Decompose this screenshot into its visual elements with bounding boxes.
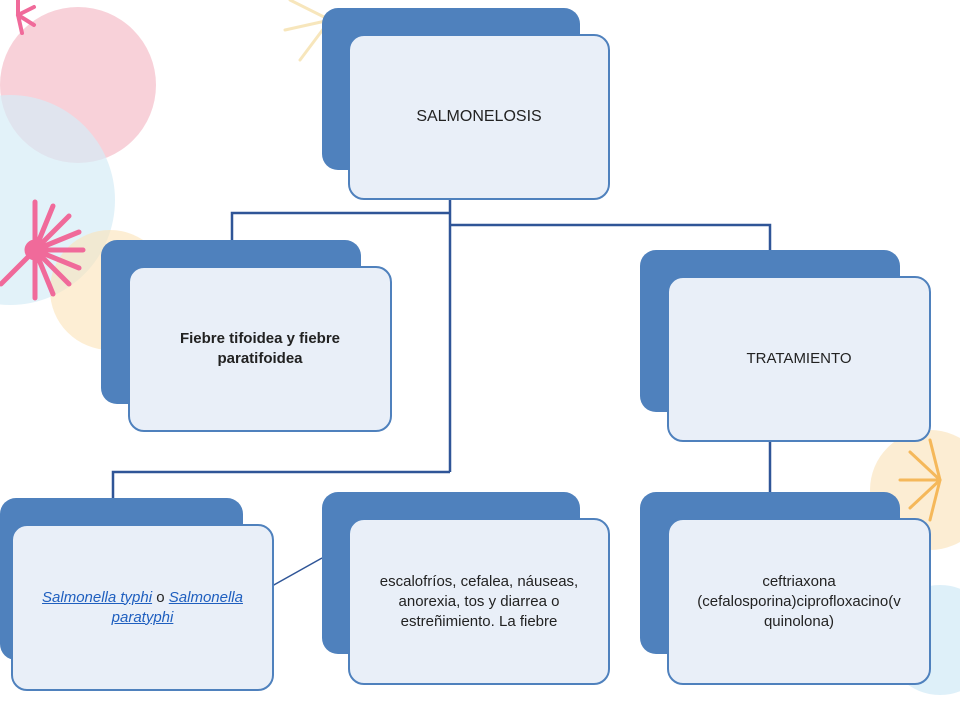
small-flower-decor — [16, 0, 36, 35]
node-salmonella-text: Salmonella typhi o Salmonella paratyphi — [27, 588, 258, 628]
orange-flower-decor — [898, 438, 942, 522]
node-escalofrios-box: escalofríos, cefalea, náuseas, anorexia,… — [348, 518, 610, 685]
connector-to-salmonella — [111, 470, 450, 498]
node-ceftriaxona-label: ceftriaxona (cefalosporina)ciprofloxacin… — [697, 572, 901, 630]
connector-to-tratamiento — [450, 223, 772, 250]
node-fiebre-box: Fiebre tifoidea y fiebre paratifoidea — [128, 266, 392, 432]
node-ceftriaxona-box: ceftriaxona (cefalosporina)ciprofloxacin… — [667, 518, 931, 685]
node-salmonelosis-box: SALMONELOSIS — [348, 34, 610, 200]
node-tratamiento-box: TRATAMIENTO — [667, 276, 931, 442]
connector-to-fiebre — [230, 211, 450, 240]
salmonella-separator: o — [152, 588, 169, 606]
node-salmonelosis-label: SALMONELOSIS — [416, 108, 542, 125]
salmonella-typhi-link[interactable]: Salmonella typhi — [42, 588, 153, 606]
node-salmonella-box: Salmonella typhi o Salmonella paratyphi — [11, 524, 274, 691]
node-escalofrios-label: escalofríos, cefalea, náuseas, anorexia,… — [379, 572, 579, 630]
node-tratamiento-label: TRATAMIENTO — [746, 350, 852, 367]
pink-flower-decor — [0, 199, 86, 301]
salmonella-paratyphi-link[interactable]: Salmonella paratyphi — [111, 588, 243, 626]
node-fiebre-label: Fiebre tifoidea y fiebre paratifoidea — [179, 330, 341, 367]
connector-to-escalofrios — [271, 557, 323, 587]
